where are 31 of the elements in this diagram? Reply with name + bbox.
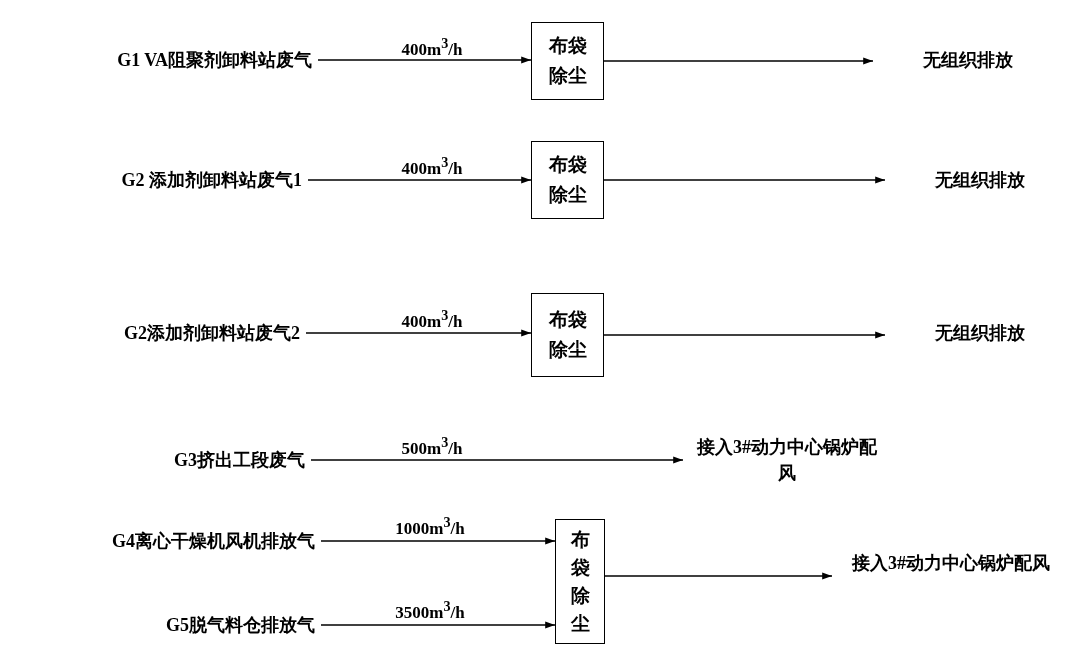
flow-rate-label: 3500m$^{3}$/h — [395, 597, 465, 623]
source-label: G4离心干燥机风机排放气 — [5, 529, 315, 553]
output-label: 无组织排放 — [885, 321, 1065, 345]
process-box: 布袋除尘 — [531, 141, 604, 219]
arrow — [310, 456, 684, 464]
arrow — [307, 176, 532, 184]
source-label: G3挤出工段废气 — [60, 448, 305, 472]
source-label: G1 VA阻聚剂卸料站废气 — [20, 48, 312, 72]
arrow — [603, 331, 886, 339]
arrow — [305, 329, 532, 337]
arrow — [320, 621, 556, 629]
arrow — [604, 572, 833, 580]
flow-rate-label: 500m$^{3}$/h — [401, 433, 463, 459]
flow-rate-label: 1000m$^{3}$/h — [395, 513, 465, 539]
output-label: 接入3#动力中心锅炉配风 — [683, 434, 883, 486]
flow-rate-label: 400m$^{3}$/h — [401, 153, 463, 179]
flow-rate-label: 400m$^{3}$/h — [401, 306, 463, 332]
process-box: 布袋除尘 — [531, 22, 604, 100]
source-label: G2添加剂卸料站废气2 — [10, 321, 300, 345]
process-box: 布袋除尘 — [555, 519, 605, 644]
output-label: 无组织排放 — [873, 48, 1053, 72]
arrow — [603, 57, 874, 65]
flow-rate-label: 400m$^{3}$/h — [401, 34, 463, 60]
source-label: G5脱气料仓排放气 — [20, 613, 315, 637]
arrow — [317, 56, 532, 64]
output-label: 无组织排放 — [885, 168, 1065, 192]
output-label: 接入3#动力中心锅炉配风 — [832, 550, 1062, 602]
arrow — [320, 537, 556, 545]
source-label: G2 添加剂卸料站废气1 — [10, 168, 302, 192]
process-box: 布袋除尘 — [531, 293, 604, 377]
arrow — [603, 176, 886, 184]
